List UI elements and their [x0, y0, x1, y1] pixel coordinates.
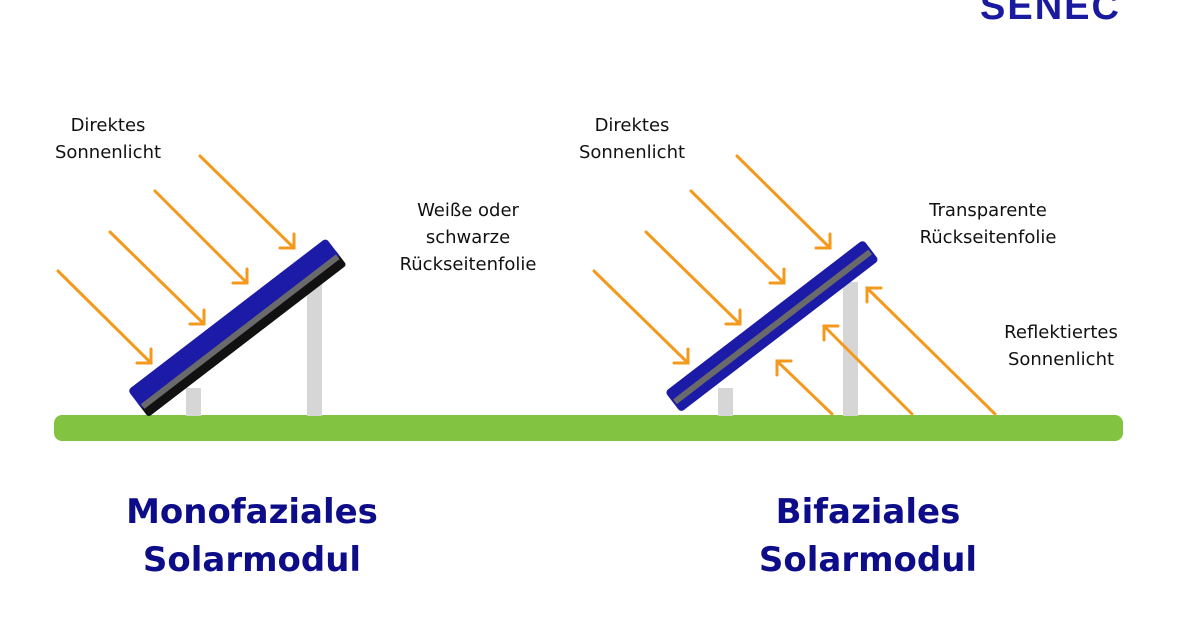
- monofacial-direct-arrows: [56, 154, 296, 365]
- title-line: Monofaziales: [126, 492, 378, 532]
- direct-arrow: [592, 269, 690, 365]
- label-line: Sonnenlicht: [54, 142, 162, 163]
- monofacial-post-back: [307, 282, 322, 416]
- direct-arrow: [108, 230, 206, 326]
- bifacial-direct-arrows: [592, 154, 832, 365]
- monofacial-post-front: [186, 388, 201, 416]
- senec-logo: SENEC: [980, 0, 1121, 28]
- monofacial-module: [129, 239, 346, 416]
- bifacial-module: [666, 241, 878, 416]
- label-line: Transparente: [929, 200, 1047, 221]
- title-line: Solarmodul: [758, 540, 978, 580]
- label-line: Direktes: [594, 115, 670, 136]
- title-line: Bifaziales: [775, 492, 961, 532]
- label-line: Rückseitenfolie: [919, 227, 1057, 248]
- bifacial-backsheet-label: Transparente Rückseitenfolie: [912, 197, 1064, 251]
- direct-arrow: [56, 269, 153, 365]
- bifacial-post-back: [843, 282, 858, 416]
- monofacial-title: Monofaziales Solarmodul: [102, 488, 402, 584]
- ground-strip: [54, 415, 1123, 441]
- bifacial-reflected-arrows: [775, 286, 997, 416]
- bifacial-reflected-label: Reflektiertes Sonnenlicht: [994, 319, 1128, 373]
- title-line: Solarmodul: [142, 540, 362, 580]
- bifacial-panel-layer: [673, 249, 872, 405]
- direct-arrow: [153, 189, 249, 285]
- label-line: Weiße oder: [417, 200, 519, 221]
- bifacial-direct-light-label: Direktes Sonnenlicht: [570, 112, 694, 166]
- reflected-arrow: [822, 324, 914, 416]
- monofacial-panel: [129, 239, 339, 408]
- direct-arrow: [689, 189, 786, 285]
- reflected-arrow: [865, 286, 997, 416]
- direct-arrow: [644, 230, 742, 326]
- label-line: Reflektiertes: [1004, 322, 1118, 343]
- label-line: Sonnenlicht: [578, 142, 686, 163]
- direct-arrow: [198, 154, 296, 250]
- direct-arrow: [735, 154, 832, 250]
- label-line: Sonnenlicht: [1007, 349, 1115, 370]
- label-line: schwarze: [425, 227, 511, 248]
- bifacial-post-front: [718, 388, 733, 416]
- label-line: Direktes: [70, 115, 146, 136]
- monofacial-direct-light-label: Direktes Sonnenlicht: [46, 112, 170, 166]
- label-line: Rückseitenfolie: [399, 254, 537, 275]
- bifacial-title: Bifaziales Solarmodul: [718, 488, 1018, 584]
- reflected-arrow: [775, 359, 834, 416]
- monofacial-backsheet-label: Weiße oder schwarze Rückseitenfolie: [392, 197, 544, 278]
- monofacial-panel-layer: [140, 254, 340, 409]
